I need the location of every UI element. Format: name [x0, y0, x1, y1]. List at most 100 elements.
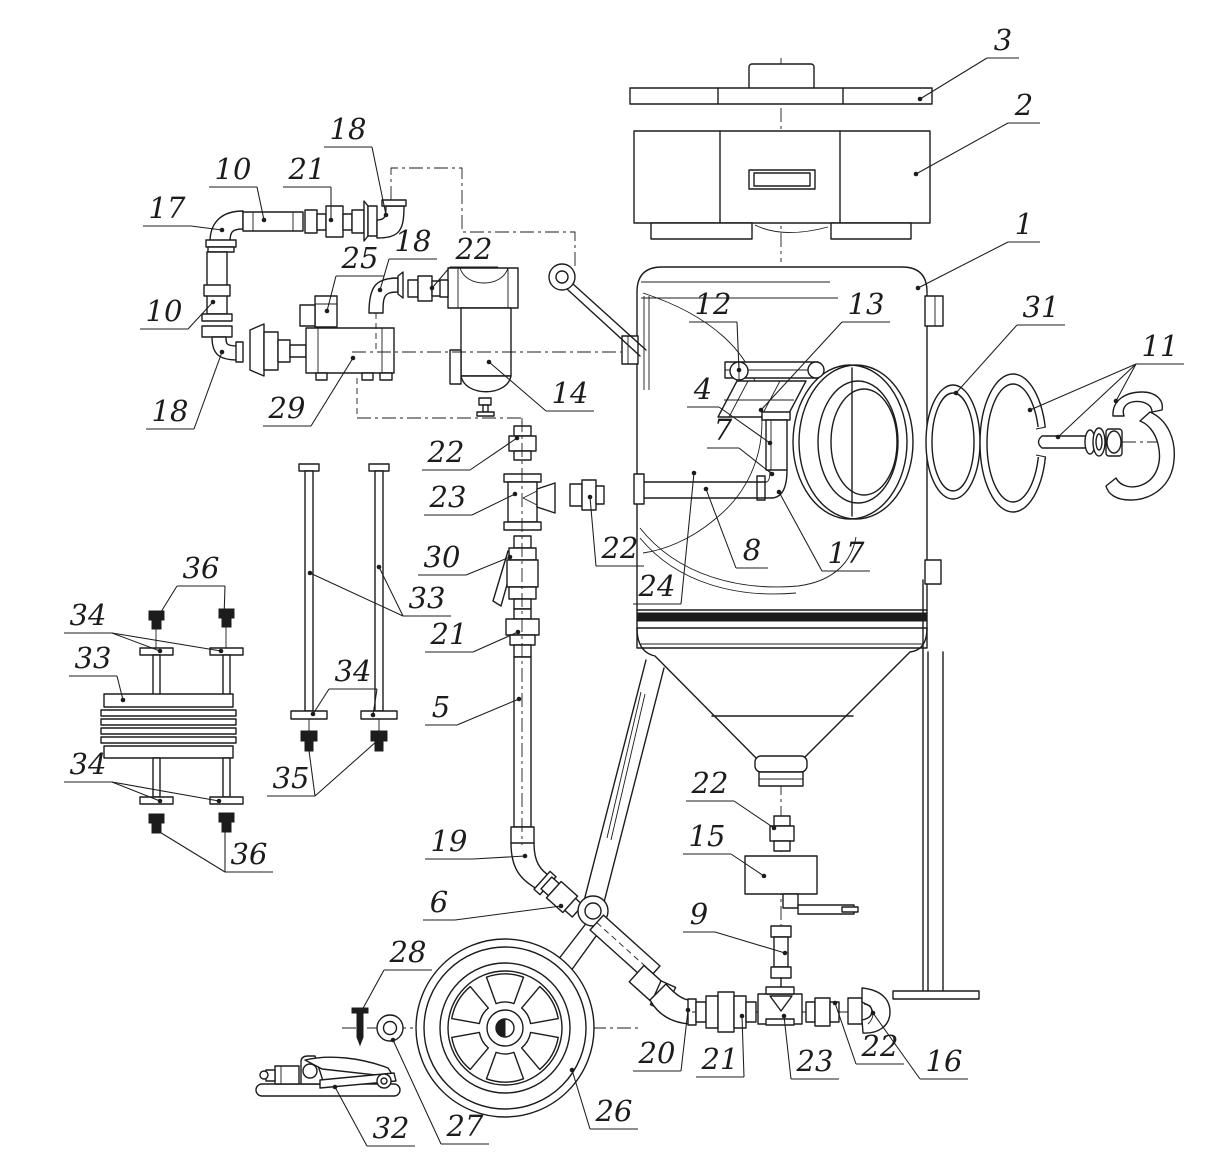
callout-22-24: 22 — [422, 435, 520, 471]
callout-label: 19 — [431, 824, 468, 858]
callout-23-25: 23 — [424, 480, 518, 516]
part-axle-washer — [376, 1014, 404, 1042]
callout-label: 23 — [796, 1044, 834, 1078]
callout-16-47: 16 — [870, 1010, 968, 1080]
callout-34-34: 34 — [64, 747, 222, 804]
callout-label: 36 — [183, 551, 220, 585]
callout-label: 33 — [409, 581, 446, 615]
callout-21-28: 21 — [425, 617, 521, 653]
callout-31-3: 31 — [953, 290, 1065, 396]
callout-label: 22 — [427, 435, 465, 469]
callout-label: 27 — [446, 1109, 484, 1143]
callout-12-5: 12 — [689, 287, 742, 373]
callout-36-36: 36 — [155, 827, 273, 873]
callout-label: 29 — [268, 391, 306, 425]
callout-30-26: 30 — [418, 540, 513, 576]
part-filler-hatch — [643, 361, 825, 501]
callout-label: 18 — [330, 112, 367, 146]
callout-3-0: 3 — [917, 23, 1019, 102]
part-lid-cover — [629, 63, 933, 105]
callout-11-4: 11 — [1027, 329, 1184, 440]
callout-14-23: 14 — [486, 359, 594, 412]
callout-22-46: 22 — [832, 1000, 904, 1065]
callout-label: 4 — [693, 372, 712, 406]
callout-label: 35 — [273, 761, 310, 795]
callout-label: 2 — [1014, 88, 1033, 122]
callout-label: 32 — [373, 1111, 410, 1145]
callout-label: 28 — [389, 935, 427, 969]
callout-15-49: 15 — [683, 819, 767, 879]
part-clamp-ring — [979, 373, 1048, 513]
part-outlet-train — [692, 815, 891, 1034]
callout-27-41: 27 — [390, 1037, 489, 1145]
callout-label: 7 — [714, 413, 733, 447]
part-leg-right — [892, 579, 980, 1000]
part-clamp-hook — [1105, 391, 1175, 501]
part-hopper-cone — [636, 627, 928, 787]
part-wheel — [415, 938, 595, 1118]
callout-1-2: 1 — [915, 207, 1040, 291]
callout-label: 10 — [215, 152, 252, 186]
callout-label: 30 — [424, 540, 461, 574]
callout-2-1: 2 — [913, 88, 1040, 177]
callout-label: 18 — [152, 394, 189, 428]
callout-label: 12 — [695, 287, 732, 321]
callout-label: 25 — [341, 241, 379, 275]
callout-label: 15 — [689, 819, 726, 853]
callout-label: 26 — [595, 1094, 633, 1128]
callout-18-18: 18 — [146, 349, 225, 430]
callout-label: 5 — [432, 690, 450, 724]
callout-10-14: 10 — [209, 152, 267, 223]
callout-24-11: 24 — [633, 470, 697, 605]
callout-label: 31 — [1023, 290, 1060, 324]
callout-label: 22 — [691, 766, 729, 800]
callout-label: 8 — [743, 533, 761, 567]
part-pipe-column — [492, 418, 697, 1026]
callout-label: 23 — [429, 480, 467, 514]
callout-label: 17 — [828, 536, 865, 570]
callout-34-33: 34 — [310, 654, 378, 718]
callout-label: 22 — [601, 531, 639, 565]
callout-label: 1 — [1015, 207, 1033, 241]
part-manhole-ring — [792, 364, 914, 520]
callout-33-27: 33 — [307, 564, 451, 617]
callout-21-15: 21 — [283, 152, 334, 223]
callout-17-10: 17 — [776, 489, 870, 572]
callout-label: 14 — [552, 376, 589, 410]
callout-20-43: 20 — [633, 1007, 691, 1072]
callout-label: 21 — [701, 1042, 739, 1076]
callout-label: 24 — [638, 569, 676, 603]
callout-25-19: 25 — [324, 241, 384, 314]
callout-label: 20 — [638, 1036, 676, 1070]
callout-label: 34 — [70, 747, 107, 781]
callout-label: 10 — [146, 294, 183, 328]
callout-21-44: 21 — [696, 1013, 745, 1078]
part-gasket-ring — [925, 384, 981, 500]
callout-18-13: 18 — [324, 112, 389, 218]
callout-34-31: 34 — [64, 598, 224, 654]
callout-label: 34 — [335, 654, 372, 688]
callout-label: 18 — [395, 224, 432, 258]
callout-33-32: 33 — [69, 641, 126, 703]
part-clamp-plates — [100, 608, 244, 834]
callout-19-37: 19 — [425, 824, 528, 860]
part-lid-box — [633, 130, 931, 240]
callout-4-7: 4 — [687, 372, 773, 446]
callout-label: 16 — [926, 1044, 963, 1078]
callout-8-9: 8 — [703, 486, 768, 569]
callout-18-20: 18 — [377, 224, 437, 293]
callout-label: 13 — [848, 287, 885, 321]
callout-label: 21 — [288, 152, 326, 186]
callout-28-39: 28 — [358, 935, 432, 1015]
part-air-inlet-piping — [201, 167, 647, 426]
callout-36-30: 36 — [153, 551, 227, 623]
callout-7-8: 7 — [707, 413, 775, 477]
callout-32-42: 32 — [332, 1084, 415, 1147]
callout-label: 22 — [455, 232, 493, 266]
part-clamp-bolt — [1037, 427, 1123, 457]
callout-22-12: 22 — [587, 494, 644, 567]
callout-label: 11 — [1142, 329, 1179, 363]
callout-label: 3 — [994, 23, 1012, 57]
